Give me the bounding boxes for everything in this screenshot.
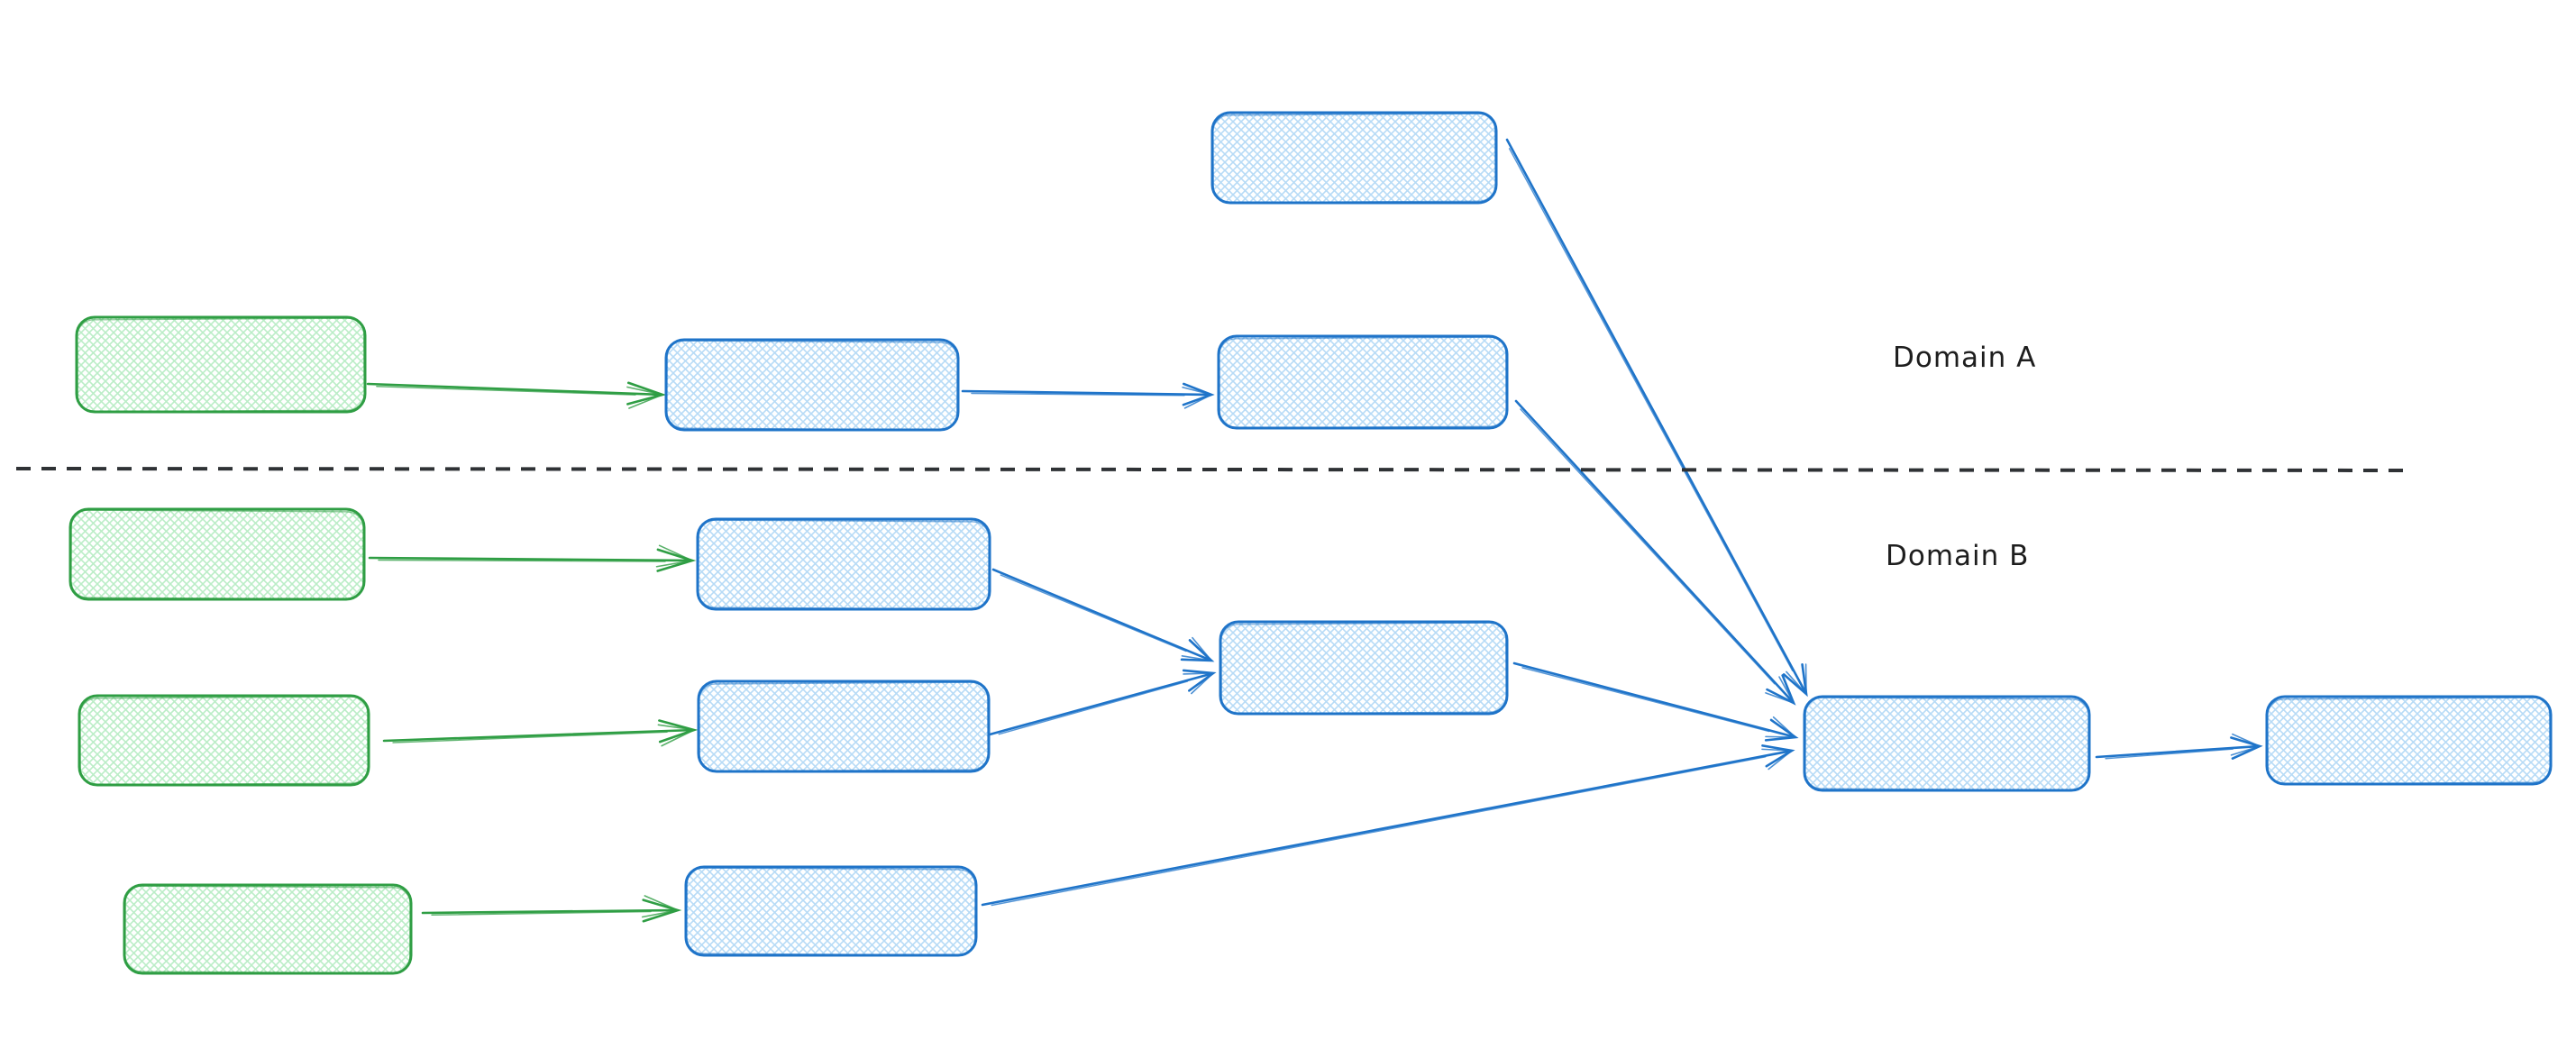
edge-line-echo (2105, 748, 2233, 760)
edge-line-echo (1520, 408, 1776, 685)
node-shape (1219, 620, 1509, 716)
edge-line-echo (1508, 148, 1794, 671)
node-blue-b2[interactable] (697, 680, 991, 773)
edge-blue-b2-to-blue-b-hub[interactable] (988, 669, 1217, 736)
arrowhead-echo (1786, 663, 1807, 697)
annotations-layer: Domain A Domain B (15, 342, 2415, 572)
arrowhead-echo (626, 386, 665, 409)
node-shape (1210, 111, 1498, 205)
arrowhead-echo (1183, 672, 1216, 695)
node-blue-b-hub[interactable] (1219, 620, 1509, 716)
node-shape-echo (699, 681, 989, 772)
edge-line (2095, 745, 2257, 759)
node-blue-b3[interactable] (684, 865, 978, 957)
domain-a-label[interactable]: Domain A (1893, 342, 2036, 374)
node-shape (1803, 695, 2091, 792)
node-shape-echo (70, 509, 364, 600)
edge-line (981, 750, 1789, 907)
arrowhead-echo (1182, 386, 1214, 409)
node-shape-echo (77, 317, 365, 413)
node-green-a[interactable] (75, 315, 367, 414)
node-shape (696, 517, 991, 611)
arrowhead-echo (1765, 676, 1795, 705)
edge-line-echo (998, 680, 1189, 735)
node-shape (123, 883, 413, 975)
node-blue-a-mid[interactable] (664, 338, 960, 432)
edge-line-echo (971, 392, 1185, 397)
edge-blue-b3-to-blue-merge[interactable] (981, 744, 1795, 907)
edge-green-a-to-blue-a-mid[interactable] (366, 381, 667, 409)
edge-line (1505, 138, 1805, 691)
node-shape (75, 315, 367, 414)
edge-line (382, 728, 691, 743)
node-shape (2265, 695, 2553, 786)
edge-line (988, 673, 1210, 736)
node-shape-echo (686, 867, 976, 956)
node-blue-top[interactable] (1210, 111, 1498, 205)
edges-layer (366, 138, 2263, 923)
node-shape (69, 507, 366, 601)
node-shape-echo (2267, 697, 2551, 785)
edge-line (961, 389, 1209, 397)
edge-green-b1-to-blue-b1[interactable] (368, 544, 697, 572)
edge-line-echo (991, 756, 1767, 907)
edge-line-echo (1521, 667, 1770, 733)
arrowhead-echo (1181, 636, 1213, 662)
node-shape-echo (698, 519, 990, 610)
edge-blue-b-hub-to-blue-merge[interactable] (1512, 661, 1799, 742)
node-blue-a-right[interactable] (1217, 334, 1509, 430)
arrowhead-echo (1765, 716, 1798, 738)
arrowhead-echo (655, 544, 695, 568)
edge-line-echo (378, 559, 666, 562)
edge-line (991, 568, 1209, 661)
node-blue-merge[interactable] (1803, 695, 2091, 792)
edge-green-b2-to-blue-b2[interactable] (382, 719, 699, 747)
edge-line (366, 382, 660, 397)
node-shape (697, 680, 991, 773)
edge-line (421, 908, 675, 915)
edge-line-echo (392, 731, 668, 743)
node-shape (664, 338, 960, 432)
node-blue-b1[interactable] (696, 517, 991, 611)
edge-line-echo (431, 910, 652, 917)
node-shape (78, 694, 370, 787)
arrowhead-echo (2230, 733, 2262, 756)
node-shape-echo (1219, 336, 1507, 429)
node-shape-echo (124, 885, 411, 974)
node-shape-echo (666, 340, 958, 431)
node-shape-echo (1212, 113, 1496, 204)
edge-line (368, 556, 690, 562)
arrowhead-echo (641, 895, 681, 918)
edge-green-b3-to-blue-b3[interactable] (421, 895, 682, 923)
node-green-b2[interactable] (78, 694, 370, 787)
node-shape-echo (1804, 697, 2089, 791)
arrowhead-echo (1761, 748, 1795, 771)
node-green-b1[interactable] (69, 507, 366, 601)
edge-line (1514, 399, 1792, 701)
edge-blue-top-to-blue-merge[interactable] (1505, 138, 1810, 698)
edge-blue-b1-to-blue-b-hub[interactable] (991, 568, 1215, 662)
edge-line-echo (1000, 574, 1187, 652)
edge-line (1512, 661, 1793, 738)
edge-blue-a-right-to-blue-merge[interactable] (1514, 399, 1796, 707)
edge-line-echo (376, 386, 636, 396)
node-green-b3[interactable] (123, 883, 413, 975)
domain-b-label[interactable]: Domain B (1886, 540, 2029, 572)
edge-blue-a-mid-to-blue-a-right[interactable] (961, 382, 1215, 409)
arrowhead-echo (657, 724, 697, 747)
node-shape (684, 865, 978, 957)
node-shape-echo (79, 696, 369, 786)
nodes-layer (69, 111, 2553, 975)
node-shape (1217, 334, 1509, 430)
node-shape-echo (1220, 622, 1507, 715)
domain-divider-line[interactable] (15, 467, 2415, 472)
edge-blue-merge-to-blue-right[interactable] (2095, 733, 2263, 760)
node-blue-right[interactable] (2265, 695, 2553, 786)
